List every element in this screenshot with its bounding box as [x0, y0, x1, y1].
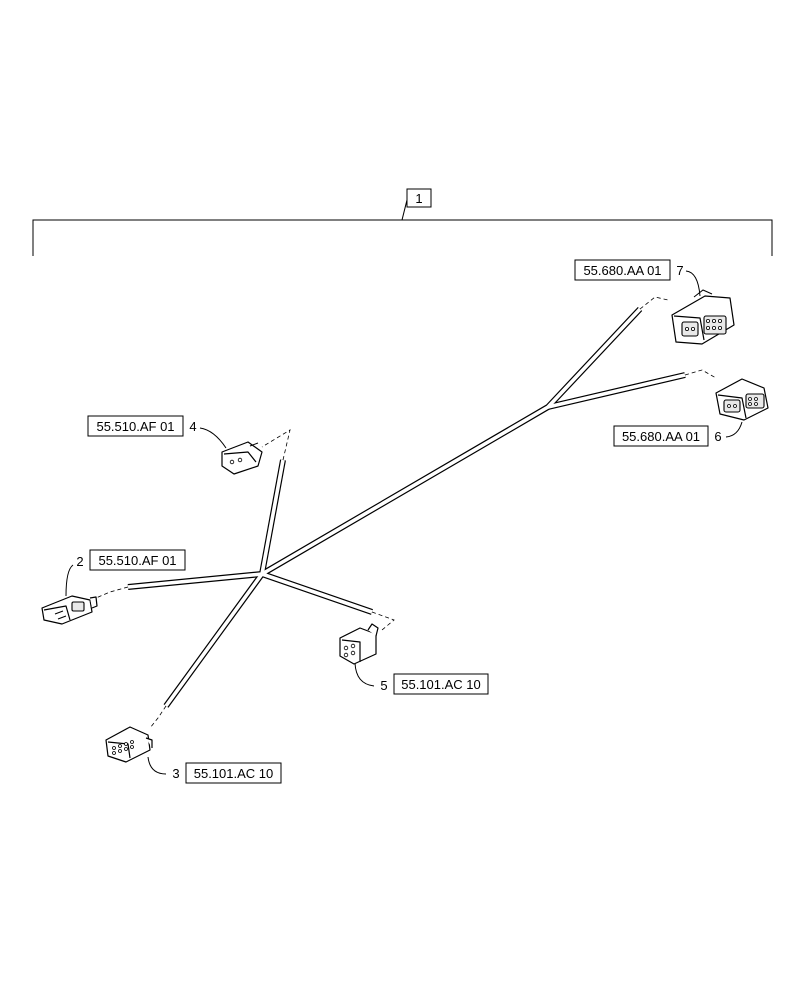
harness-wires [127, 306, 686, 708]
callout-3: 3 55.101.AC 10 [147, 756, 282, 784]
connector-6 [671, 289, 735, 345]
assembly-item-number: 1 [415, 191, 422, 206]
callout-5: 5 55.101.AC 10 [354, 662, 489, 695]
connector-4 [221, 441, 263, 475]
callout-7: 55.680.AA 01 6 [613, 421, 743, 447]
connector-5 [339, 623, 379, 665]
connector-7 [715, 378, 769, 421]
callout-3-item-number: 3 [172, 766, 179, 781]
callout-2: 2 55.510.AF 01 [65, 549, 186, 597]
callout-2-reference: 55.510.AF 01 [98, 553, 176, 568]
callout-3-reference: 55.101.AC 10 [194, 766, 274, 781]
connector-2 [41, 595, 98, 625]
connector-3 [105, 726, 153, 763]
callout-6-item-number: 7 [676, 263, 683, 278]
callout-2-item-number: 2 [76, 554, 83, 569]
callout-4: 55.510.AF 01 4 [87, 415, 227, 449]
dashed-links [95, 296, 717, 729]
assembly-bracket: 1 [32, 188, 773, 256]
callout-6-reference: 55.680.AA 01 [583, 263, 661, 278]
callout-7-item-number: 6 [714, 429, 721, 444]
callout-5-item-number: 5 [380, 678, 387, 693]
callout-4-reference: 55.510.AF 01 [96, 419, 174, 434]
callout-4-item-number: 4 [189, 419, 196, 434]
callout-5-reference: 55.101.AC 10 [401, 677, 481, 692]
callout-6: 55.680.AA 01 7 [574, 259, 701, 297]
callout-7-reference: 55.680.AA 01 [622, 429, 700, 444]
